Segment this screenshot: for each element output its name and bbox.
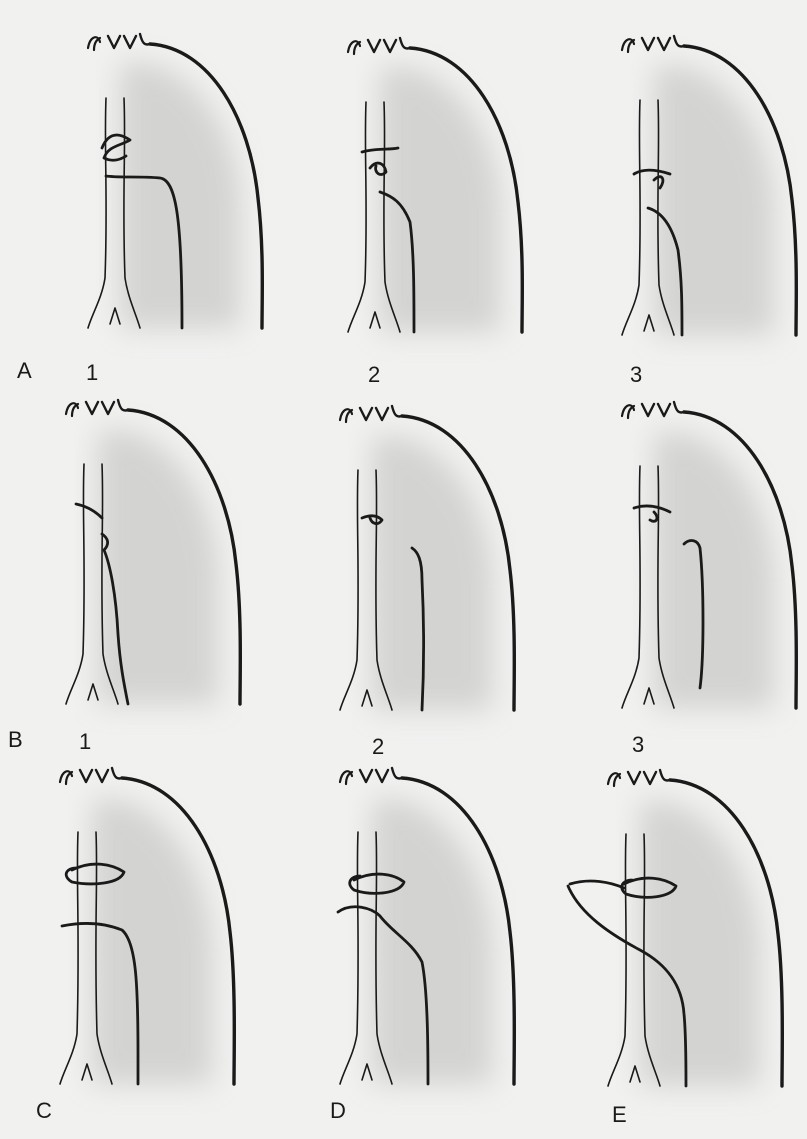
panel-label-d: D	[330, 1100, 346, 1122]
panel-number-b1: 1	[79, 731, 91, 753]
panel-number-a1: 1	[86, 362, 98, 384]
panel-number-a2: 2	[368, 364, 380, 386]
row-label-b: B	[8, 729, 23, 751]
panel-number-a3: 3	[630, 364, 642, 386]
panel-label-c: C	[36, 1100, 52, 1122]
row-label-a: A	[17, 360, 32, 382]
panel-number-b2: 2	[372, 736, 384, 758]
panel-number-b3: 3	[632, 734, 644, 756]
panel-label-e: E	[612, 1104, 627, 1126]
